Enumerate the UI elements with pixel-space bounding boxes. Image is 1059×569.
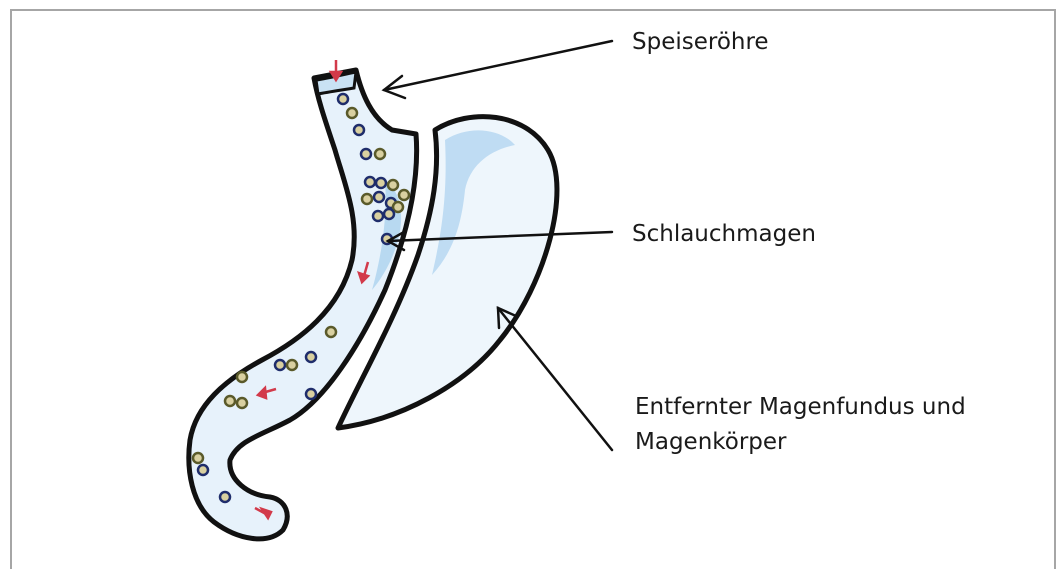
- food-particle: [362, 194, 372, 204]
- food-particle: [306, 352, 316, 362]
- esophagus-leader-arrow: [384, 41, 612, 98]
- sleeve-stomach: [189, 70, 417, 539]
- food-particle: [338, 94, 348, 104]
- food-particle: [225, 396, 235, 406]
- food-particle: [373, 211, 383, 221]
- food-particle: [287, 360, 297, 370]
- food-particle: [237, 398, 247, 408]
- food-particle: [399, 190, 409, 200]
- food-particle: [393, 202, 403, 212]
- food-particle: [354, 125, 364, 135]
- food-particle: [306, 389, 316, 399]
- food-particle: [198, 465, 208, 475]
- food-particle: [326, 327, 336, 337]
- removed-stomach-label-line1: Entfernter Magenfundus und: [635, 390, 966, 425]
- food-particle: [365, 177, 375, 187]
- removed-stomach-label-line2: Magenkörper: [635, 425, 966, 460]
- food-particle: [376, 178, 386, 188]
- esophagus-label: Speiseröhre: [632, 25, 769, 60]
- food-particle: [374, 192, 384, 202]
- food-particle: [347, 108, 357, 118]
- food-particle: [375, 149, 385, 159]
- removed-stomach-label: Entfernter Magenfundus und Magenkörper: [635, 390, 966, 460]
- sleeve-stomach-label: Schlauchmagen: [632, 217, 816, 252]
- food-particle: [220, 492, 230, 502]
- food-particle: [193, 453, 203, 463]
- food-particle: [384, 209, 394, 219]
- food-particle: [237, 372, 247, 382]
- food-particle: [388, 180, 398, 190]
- food-particle: [361, 149, 371, 159]
- removed-part-leader-arrow: [498, 308, 612, 450]
- food-particle: [275, 360, 285, 370]
